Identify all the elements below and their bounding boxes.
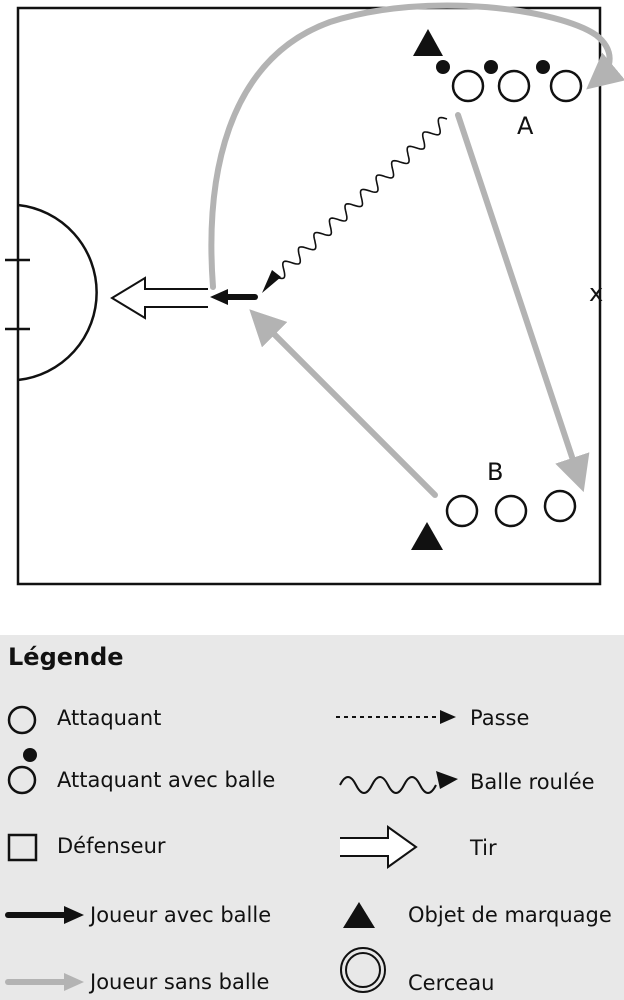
attacker-b3: [543, 489, 577, 523]
group-b-label: B: [487, 458, 504, 486]
arrow-icon: [5, 906, 84, 924]
legend-pass-label: Passe: [470, 706, 530, 730]
legend-rolled-ball-label: Balle roulée: [470, 770, 595, 794]
group-a-label: A: [517, 112, 534, 140]
hollow-arrow-icon: [340, 825, 418, 869]
attacker-b2: [494, 494, 528, 528]
grey-arrow-icon: [5, 973, 84, 991]
goal-area: [17, 203, 98, 382]
legend-player-with-ball-label: Joueur avec balle: [90, 903, 272, 927]
circle-icon: [7, 705, 37, 735]
legend-hoop-label: Cerceau: [408, 971, 495, 995]
legend-player-without-ball-label: Joueur sans balle: [90, 970, 270, 994]
run-path-b-to-centre: [249, 309, 438, 498]
legend-attacker-label: Attaquant: [57, 706, 162, 730]
player-with-ball-arrowhead: [210, 289, 228, 305]
attacker-a2: [497, 69, 531, 103]
field-boundary: [16, 6, 602, 586]
legend-defender-label: Défenseur: [57, 834, 166, 858]
marker-triangle-a: [413, 29, 443, 56]
triangle-icon: [343, 902, 375, 928]
field-diagram: [5, 2, 624, 586]
ball-a1: [436, 60, 450, 74]
shot-arrow: [110, 276, 208, 320]
marker-triangle-b: [411, 522, 443, 550]
wavy-arrow-icon: [339, 771, 458, 794]
attacker-b1: [445, 494, 479, 528]
ball-icon: [7, 748, 37, 795]
ball-a2: [484, 60, 498, 74]
run-path-loop: [208, 2, 624, 290]
ball-a3: [536, 60, 550, 74]
dashed-arrow-icon: [336, 710, 456, 724]
double-circle-icon: [340, 947, 386, 993]
legend-shot-label: Tir: [470, 836, 497, 860]
attacker-a3: [549, 69, 583, 103]
rolled-ball-arrowhead: [262, 270, 281, 293]
attacker-a1: [451, 69, 485, 103]
legend-panel: Légende Attaquant Attaquant avec balle D…: [0, 635, 624, 1000]
square-icon: [7, 833, 38, 862]
x-label: x: [589, 279, 604, 307]
run-path-a-to-b: [455, 112, 590, 493]
rolled-ball-path: [275, 116, 448, 280]
legend-attacker-ball-label: Attaquant avec balle: [57, 768, 276, 792]
legend-title: Légende: [8, 643, 124, 671]
legend-marker-label: Objet de marquage: [408, 903, 612, 927]
